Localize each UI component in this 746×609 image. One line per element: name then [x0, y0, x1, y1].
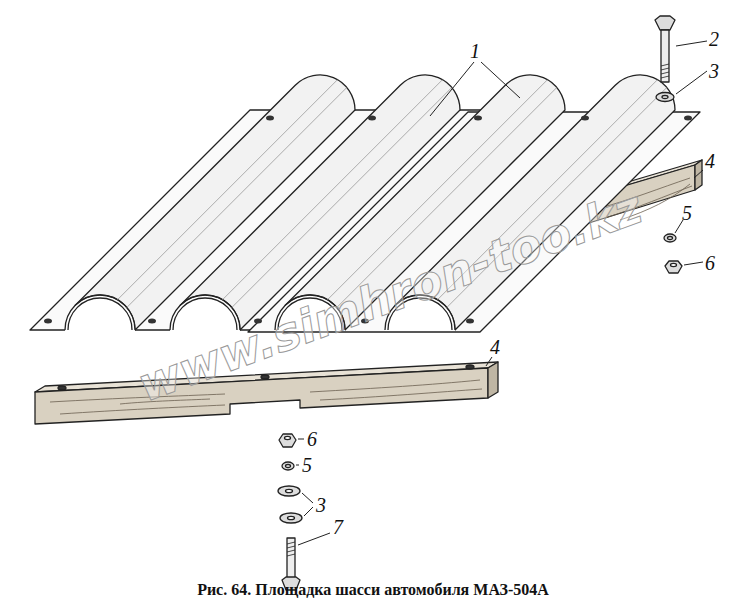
callout-number: 1 [470, 40, 480, 62]
callout-number: 4 [490, 336, 500, 358]
washer [278, 486, 302, 523]
callout-number: 7 [333, 516, 343, 538]
callout-number: 5 [302, 454, 312, 476]
washer [656, 93, 674, 102]
figure-caption: Рис. 64. Площадка шасси автомобиля МАЗ-5… [197, 580, 549, 600]
front-beam [35, 362, 498, 424]
callout-number: 6 [705, 252, 715, 274]
callout-number: 4 [705, 150, 715, 172]
bolt [655, 16, 675, 82]
nut [279, 434, 296, 447]
lock-washer [282, 462, 294, 470]
nut [665, 261, 682, 273]
callout-number: 6 [307, 428, 317, 450]
lock-washer [664, 234, 676, 242]
callout-number: 3 [709, 60, 719, 82]
callout-number: 5 [682, 202, 692, 224]
callout-number: 2 [709, 28, 719, 50]
callout-number: 3 [316, 494, 326, 516]
